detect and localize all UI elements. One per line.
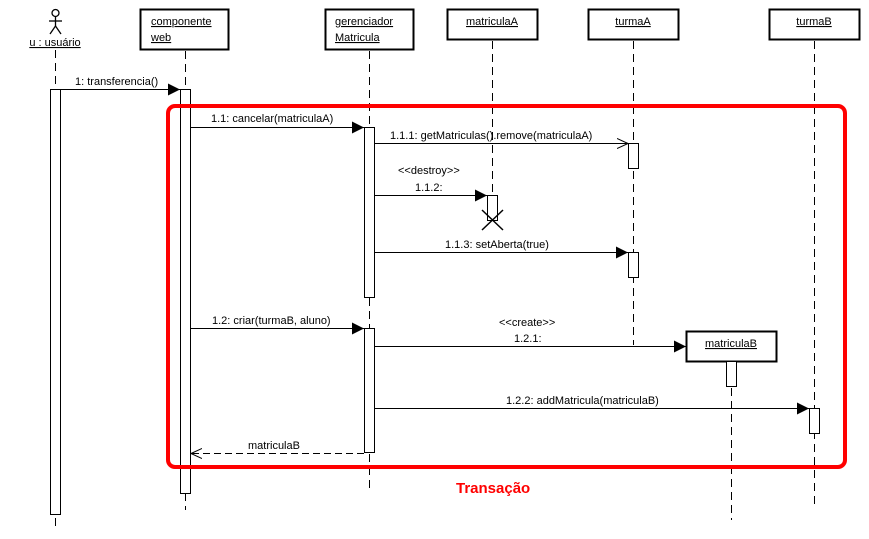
participant-turmaB[interactable]: turmaB bbox=[768, 8, 861, 41]
message-stereotype-m121: <<create>> bbox=[499, 317, 555, 329]
participant-label: matriculaA bbox=[466, 16, 519, 28]
participant-label: turmaB bbox=[796, 16, 831, 28]
participant-gerenciador[interactable]: gerenciador Matricula bbox=[324, 8, 415, 51]
activation-turmaB bbox=[809, 408, 820, 434]
participant-label: u : usuário bbox=[29, 37, 80, 49]
destroy-x-icon bbox=[481, 209, 504, 231]
participant-box bbox=[446, 8, 539, 41]
participant-matriculaA[interactable]: matriculaA bbox=[446, 8, 539, 41]
participant-usuario[interactable]: u : usuário bbox=[29, 8, 81, 50]
message-labels: 1: transferencia() 1.1: cancelar(matricu… bbox=[75, 76, 659, 452]
participant-componente[interactable]: componente web bbox=[139, 8, 230, 51]
participant-label: turmaA bbox=[615, 16, 651, 28]
participant-box bbox=[139, 8, 230, 51]
message-label-m112: 1.1.2: bbox=[415, 182, 443, 194]
message-label-m12: 1.2: criar(turmaB, aluno) bbox=[212, 315, 331, 327]
activation-usuario bbox=[50, 89, 61, 515]
activation-matriculaB bbox=[726, 361, 737, 387]
participant-label: componente bbox=[151, 16, 212, 28]
transaction-fragment[interactable] bbox=[166, 104, 847, 469]
participant-box bbox=[768, 8, 861, 41]
participant-label: Matricula bbox=[335, 32, 381, 44]
activation-turmaA-2 bbox=[628, 252, 639, 278]
activations bbox=[50, 89, 820, 515]
participant-label: web bbox=[150, 32, 171, 44]
participant-box bbox=[324, 8, 415, 51]
activation-gerenciador-2 bbox=[364, 328, 375, 453]
activation-turmaA-1 bbox=[628, 143, 639, 169]
participant-matriculaB[interactable]: matriculaB bbox=[685, 330, 778, 363]
message-stereotype-m112: <<destroy>> bbox=[398, 165, 460, 177]
activation-gerenciador-1 bbox=[364, 127, 375, 298]
message-label-m122: 1.2.2: addMatricula(matriculaB) bbox=[506, 395, 659, 407]
participant-label: gerenciador bbox=[335, 16, 393, 28]
message-label-m11: 1.1: cancelar(matriculaA) bbox=[211, 113, 333, 125]
messages bbox=[61, 83, 809, 454]
participant-label: matriculaB bbox=[705, 338, 757, 350]
activation-componente bbox=[180, 89, 191, 494]
message-label-m111: 1.1.1: getMatriculas().remove(matriculaA… bbox=[390, 130, 592, 142]
message-label-m113: 1.1.3: setAberta(true) bbox=[445, 239, 549, 251]
participant-box bbox=[587, 8, 680, 41]
participant-turmaA[interactable]: turmaA bbox=[587, 8, 680, 41]
actor-icon bbox=[49, 8, 62, 35]
message-label-m121: 1.2.1: bbox=[514, 333, 542, 345]
transaction-label: Transação bbox=[456, 480, 530, 497]
message-label-m1: 1: transferencia() bbox=[75, 76, 158, 88]
message-label-r1: matriculaB bbox=[248, 440, 300, 452]
